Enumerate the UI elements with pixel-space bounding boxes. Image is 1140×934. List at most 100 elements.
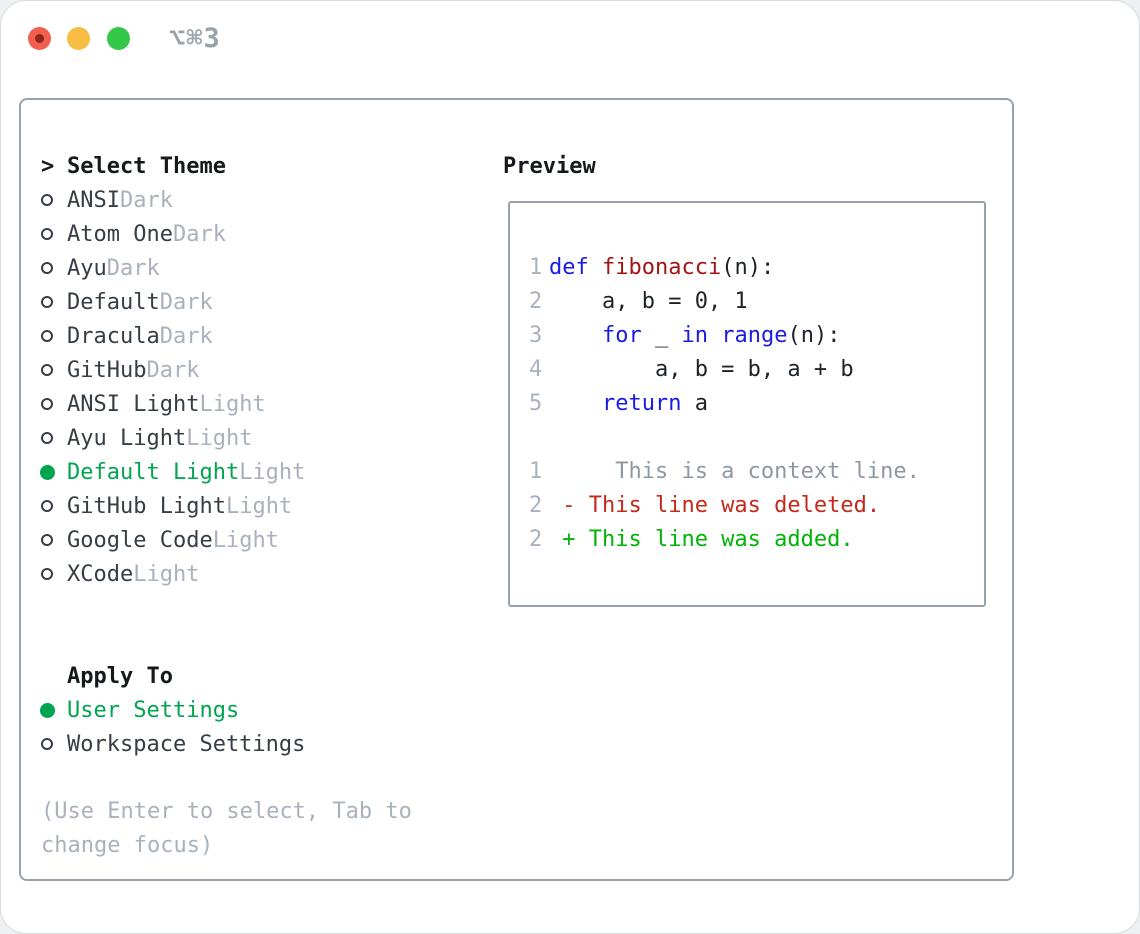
diff-line-context: 1 This is a context line. [529,455,984,489]
theme-option-ansi-light[interactable]: ANSI Light Light [41,387,471,421]
radio-icon [41,500,67,512]
preview-title: Preview [503,153,596,179]
theme-option-label: Ayu [67,255,107,281]
theme-option-default-light[interactable]: Default Light Light [40,455,471,489]
line-number: 4 [529,357,543,382]
radio-icon [41,296,67,308]
minimize-button[interactable] [67,27,90,50]
filled-circle-icon [40,702,55,718]
theme-option-ansi[interactable]: ANSI Dark [41,183,471,217]
theme-option-label: Default [67,289,160,315]
radio-icon [41,398,67,410]
theme-option-xcode[interactable]: XCode Light [41,557,471,591]
theme-option-github-light[interactable]: GitHub Light Light [41,489,471,523]
line-content: a, b = 0, 1 [549,289,748,314]
selection-cursor-icon: > [41,153,55,179]
theme-option-label: ANSI Light [67,391,200,417]
titlebar: ⌥⌘3 [1,1,1139,75]
theme-option-label: XCode [67,561,134,587]
theme-variant-badge: Light [239,459,306,485]
radio-icon [41,364,67,376]
line-number: 2 [529,289,543,314]
line-content: + This line was added. [549,527,854,552]
line-content: - This line was deleted. [549,493,881,518]
line-number: 3 [529,323,543,348]
theme-variant-badge: Dark [106,255,160,281]
theme-option-dracula[interactable]: Dracula Dark [41,319,471,353]
circle-outline-icon [41,500,53,512]
theme-variant-badge: Dark [159,289,213,315]
theme-option-atom-one[interactable]: Atom One Dark [41,217,471,251]
close-button[interactable] [28,27,51,50]
line-number [529,421,549,455]
circle-outline-icon [41,568,53,580]
line-content: return a [601,391,708,416]
theme-option-label: Default Light [67,459,240,485]
radio-icon [41,262,67,274]
code-line: 3 for _ in range(n): [529,319,984,353]
theme-option-label: Atom One [67,221,173,247]
radio-icon [41,738,67,750]
blank-line [529,421,984,455]
diff-line-added: 2 + This line was added. [529,523,984,557]
radio-selected-icon [40,702,67,718]
theme-option-github[interactable]: GitHub Dark [41,353,471,387]
zoom-button[interactable] [107,27,130,50]
theme-option-ayu-light[interactable]: Ayu Light Light [41,421,471,455]
theme-option-default[interactable]: Default Dark [41,285,471,319]
line-number: 5 [529,391,543,416]
circle-outline-icon [41,398,53,410]
preview-header-row: Preview [503,149,1003,183]
circle-outline-icon [41,194,53,206]
theme-option-label: Ayu Light [67,425,187,451]
theme-option-label: ANSI [67,187,120,213]
line-content: This is a context line. [549,459,920,484]
circle-outline-icon [41,364,53,376]
radio-icon [41,330,67,342]
line-content: def fibonacci(n): [549,255,775,280]
line-number: 1 [529,255,543,280]
theme-variant-badge: Light [186,425,253,451]
theme-option-label: GitHub Light [67,493,226,519]
theme-variant-badge: Light [133,561,200,587]
help-text: (Use Enter to select, Tab to change focu… [41,799,412,858]
theme-variant-badge: Dark [119,187,173,213]
line-number: 2 [529,527,543,552]
apply-to-header-row: Apply To [41,659,471,693]
theme-option-google-code[interactable]: Google Code Light [41,523,471,557]
theme-variant-badge: Dark [146,357,200,383]
apply-option-workspace-settings[interactable]: Workspace Settings [41,727,471,761]
theme-variant-badge: Light [225,493,293,519]
circle-outline-icon [41,330,53,342]
radio-selected-icon [40,464,67,480]
theme-option-label: Google Code [67,527,213,553]
circle-outline-icon [41,534,53,546]
select-theme-title: Select Theme [67,153,226,179]
apply-option-user-settings[interactable]: User Settings [40,693,471,727]
theme-variant-badge: Light [212,527,279,553]
radio-icon [41,228,67,240]
theme-option-ayu[interactable]: Ayu Dark [41,251,471,285]
apply-option-label: User Settings [67,697,240,723]
spacer [41,591,471,659]
radio-icon [41,194,67,206]
circle-outline-icon [41,432,53,444]
window-title: ⌥⌘3 [169,23,221,54]
line-content: for _ in range(n): [601,323,841,348]
code-line: 2 a, b = 0, 1 [529,285,984,319]
line-number: 1 [529,459,543,484]
radio-icon [41,534,67,546]
circle-outline-icon [41,262,53,274]
radio-icon [41,432,67,444]
radio-icon [41,568,67,580]
filled-circle-icon [40,464,55,480]
theme-variant-badge: Dark [172,221,226,247]
